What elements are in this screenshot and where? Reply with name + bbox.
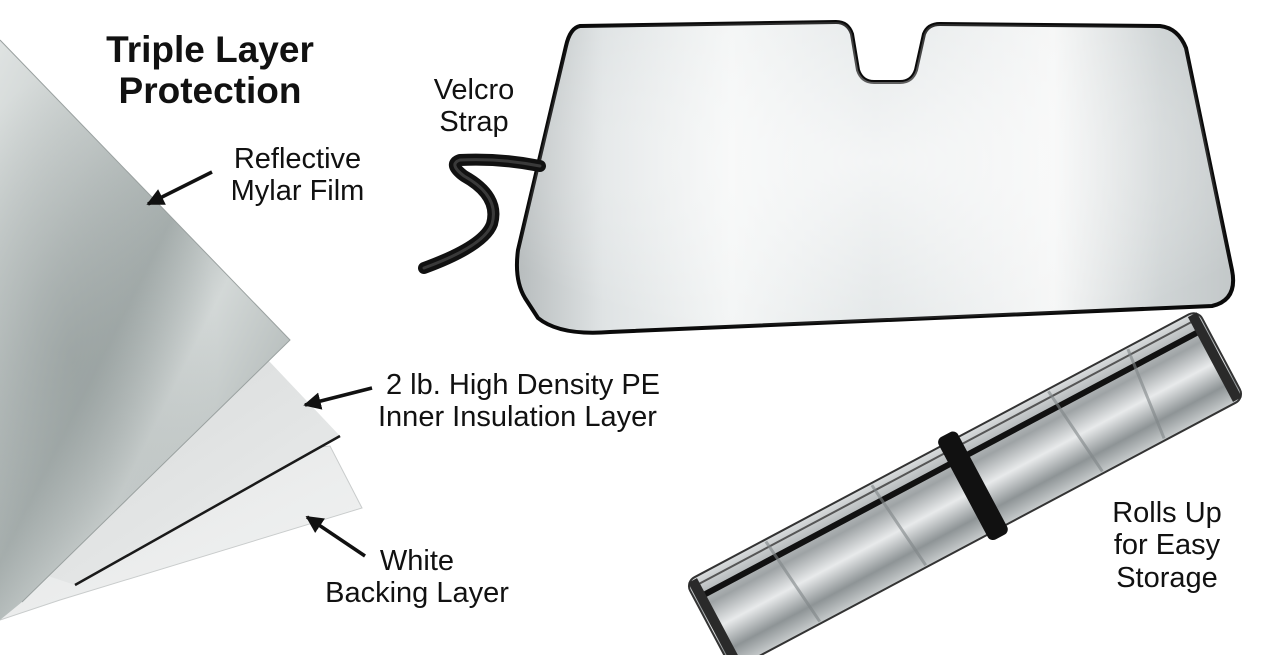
title-line-2: Protection: [118, 69, 302, 111]
storage-line-3: Storage: [1116, 561, 1218, 594]
storage-line-1: Rolls Up: [1112, 497, 1222, 529]
backing-line-1: White: [379, 545, 455, 577]
arrow-insulation: [303, 386, 373, 410]
velcro-line-1: Velcro: [433, 74, 515, 106]
velcro-strap-label: Velcro Strap: [418, 74, 530, 139]
rolled-sunshade: [687, 312, 1243, 655]
roll-strap: [938, 431, 1008, 541]
arrow-backing: [305, 515, 366, 558]
insulation-line-2: Inner Insulation Layer: [378, 401, 657, 434]
arrow-reflective: [146, 170, 213, 206]
insulation-layer-label: 2 lb. High Density PE Inner Insulation L…: [378, 369, 708, 434]
white-backing-label: White Backing Layer: [306, 545, 528, 610]
storage-label: Rolls Up for Easy Storage: [1092, 497, 1242, 594]
insulation-line-1: 2 lb. High Density PE: [386, 369, 661, 401]
reflective-line-2: Mylar Film: [230, 175, 365, 208]
reflective-mylar-label: Reflective Mylar Film: [215, 143, 380, 208]
title-line-1: Triple Layer: [106, 29, 314, 70]
reflective-line-1: Reflective: [233, 143, 362, 175]
layer-stack: [0, 39, 363, 621]
storage-line-2: for Easy: [1113, 529, 1221, 562]
velcro-line-2: Strap: [439, 106, 509, 139]
sunshade: [418, 19, 1235, 335]
backing-line-2: Backing Layer: [325, 577, 509, 610]
page-title: Triple Layer Protection: [86, 29, 334, 111]
